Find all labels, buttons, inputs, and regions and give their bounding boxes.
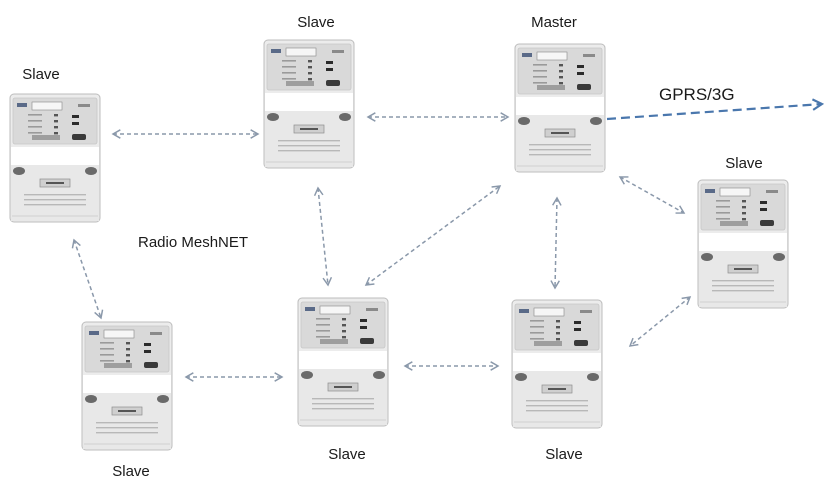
node-label-slave-right: Slave <box>725 155 763 172</box>
meter-slave-left <box>9 93 101 223</box>
link-master-slave-bottom-center <box>364 185 502 286</box>
link-master-slave-bottom-right <box>550 196 562 290</box>
link-slave-left-slave-bottom-left <box>71 238 104 320</box>
meter-slave-top <box>263 39 355 169</box>
node-label-slave-bottom-right: Slave <box>545 446 583 463</box>
meter-master <box>514 43 606 173</box>
node-label-slave-bottom-left: Slave <box>112 463 150 480</box>
link-slave-top-slave-bottom-center <box>313 186 333 287</box>
link-slave-right-slave-bottom-right <box>628 296 692 347</box>
uplink-label: GPRS/3G <box>659 85 735 104</box>
link-master-slave-right <box>618 176 686 214</box>
meter-slave-right <box>697 179 789 309</box>
network-label: Radio MeshNET <box>138 234 249 251</box>
node-label-slave-top: Slave <box>297 14 335 31</box>
meter-slave-bottom-left <box>81 321 173 451</box>
node-label-slave-bottom-center: Slave <box>328 446 366 463</box>
uplink-arrow <box>606 98 825 121</box>
meter-slave-bottom-right <box>511 299 603 429</box>
meter-slave-bottom-center <box>297 297 389 427</box>
node-label-master: Master <box>531 14 577 31</box>
link-layer <box>71 98 825 382</box>
node-label-slave-left: Slave <box>22 66 60 83</box>
meter-layer <box>9 39 789 451</box>
